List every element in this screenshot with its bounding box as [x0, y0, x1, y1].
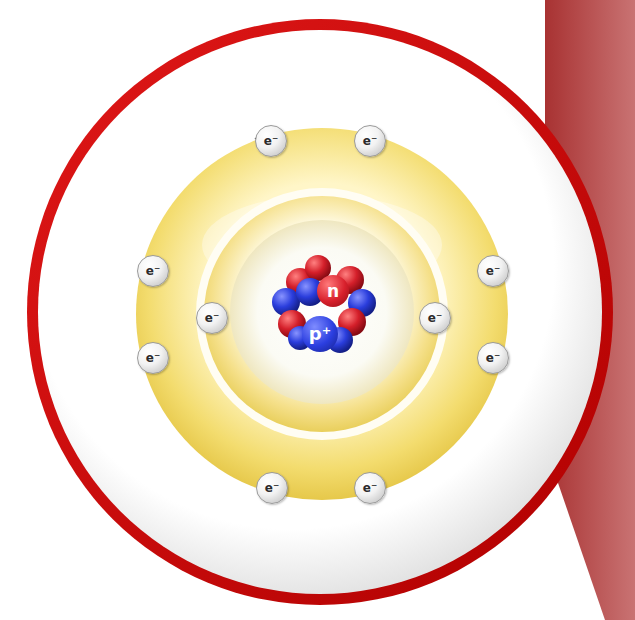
electron-label: e⁻ [486, 265, 500, 277]
proton: p⁺ [302, 316, 338, 352]
electron-label: e⁻ [363, 482, 377, 494]
core-glow [230, 220, 414, 404]
electron-label: e⁻ [264, 135, 278, 147]
electron: e⁻ [137, 342, 169, 374]
electron: e⁻ [196, 302, 228, 334]
electron: e⁻ [354, 472, 386, 504]
ring-face [38, 30, 602, 594]
electron: e⁻ [256, 472, 288, 504]
electron-label: e⁻ [486, 352, 500, 364]
outer-shell [136, 128, 508, 500]
electron: e⁻ [255, 125, 287, 157]
electron-label: e⁻ [205, 312, 219, 324]
electron: e⁻ [477, 255, 509, 287]
electron-label: e⁻ [428, 312, 442, 324]
electron: e⁻ [419, 302, 451, 334]
inner-shell [204, 196, 440, 432]
shell-gap [196, 188, 448, 440]
electron-label: e⁻ [146, 265, 160, 277]
outer-ring [27, 19, 613, 605]
electron: e⁻ [477, 342, 509, 374]
neutron: n [317, 275, 349, 307]
proton-label: p⁺ [309, 325, 331, 343]
nucleus [272, 255, 376, 353]
electron-label: e⁻ [265, 482, 279, 494]
electron-label: e⁻ [363, 135, 377, 147]
electron-label: e⁻ [146, 352, 160, 364]
electron: e⁻ [354, 125, 386, 157]
neutron-label: n [327, 283, 339, 300]
electron: e⁻ [137, 255, 169, 287]
